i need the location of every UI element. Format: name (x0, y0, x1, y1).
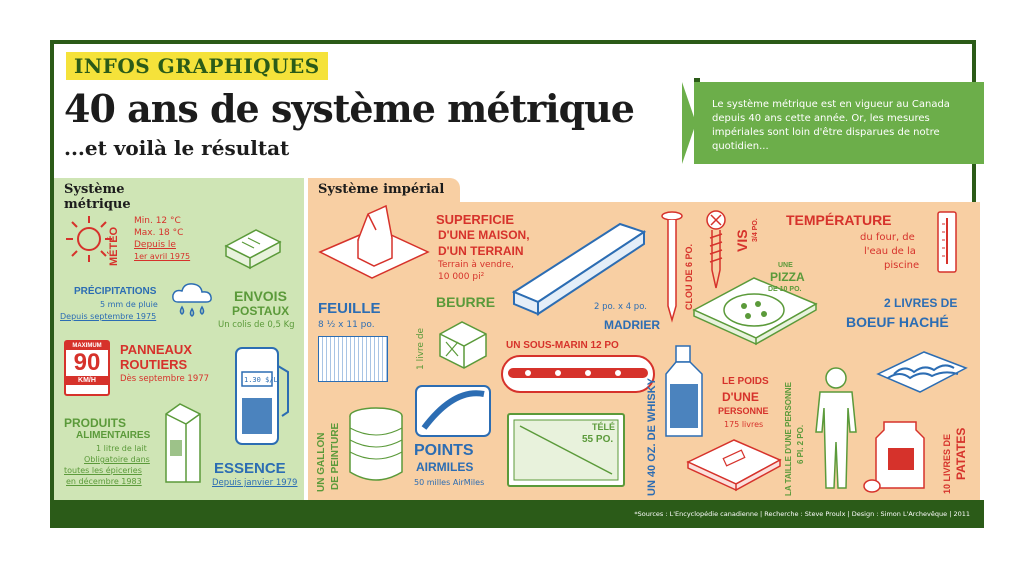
tele-label-1: TÉLÉ (592, 422, 616, 432)
nail-icon (661, 211, 683, 323)
whisky-label: UN 40 OZ. DE WHISKY (646, 378, 658, 496)
metric-tab-label: Système métrique (64, 182, 131, 212)
house-icon (318, 204, 430, 279)
speed-sign-top: MAXIMUM (66, 342, 108, 350)
sousmarin-label: UN SOUS-MARIN 12 PO (506, 340, 619, 351)
produits-since-3: en décembre 1983 (66, 477, 142, 486)
temperature-detail-3: piscine (884, 260, 920, 271)
patates-label-2: PATATES (954, 427, 968, 480)
parcel-icon (224, 229, 282, 270)
speed-sign-number: 90 (73, 349, 101, 376)
gas-pump-icon (235, 347, 289, 445)
footer-credits: *Sources : L'Encyclopédie canadienne | R… (50, 500, 984, 528)
pizza-label-3: DE 10 PO. (768, 286, 802, 293)
tv-icon (507, 413, 625, 487)
sub-sandwich-icon (501, 355, 655, 393)
boeuf-label-1: 2 LIVRES DE (884, 296, 958, 310)
produits-detail: 1 litre de lait (96, 444, 147, 453)
envois-label-2: POSTAUX (232, 304, 290, 318)
envois-label-1: ENVOIS (234, 288, 287, 304)
produits-label-1: PRODUITS (64, 416, 127, 430)
superficie-detail-1: Terrain à vendre, (438, 260, 514, 270)
beurre-detail: 1 livre de (416, 327, 426, 370)
meteo-min: Min. 12 °C (134, 216, 181, 226)
screw-icon (706, 210, 726, 289)
pizza-box-icon (692, 277, 818, 346)
poids-label-2: D'UNE (722, 390, 759, 404)
pizza-label-2: PIZZA (770, 270, 805, 284)
metric-tab: Système métrique (54, 178, 204, 212)
panneaux-label-2: ROUTIERS (120, 357, 188, 372)
superficie-label-3: D'UN TERRAIN (438, 244, 524, 258)
essence-label: ESSENCE (214, 460, 286, 477)
poids-detail: 175 livres (724, 420, 764, 429)
vis-detail: 3/4 PO. (752, 218, 759, 242)
infographic-poster: INFOS GRAPHIQUES 40 ans de système métri… (50, 40, 984, 528)
produits-since-2: toutes les épiceries (64, 466, 142, 475)
produits-label-2: ALIMENTAIRES (76, 430, 151, 441)
peinture-label-2: DE PEINTURE (330, 422, 341, 490)
meteo-since-2: 1er avril 1975 (134, 252, 191, 261)
imperial-tab-label: Système impérial (318, 182, 445, 197)
precip-detail: 5 mm de pluie (100, 300, 158, 309)
sun-icon (66, 216, 112, 262)
madrier-detail: 2 po. x 4 po. (594, 302, 647, 312)
panneaux-label-1: PANNEAUX (120, 342, 192, 357)
produits-since-1: Obligatoire dans (84, 455, 150, 464)
temperature-label: TEMPÉRATURE (786, 212, 892, 228)
tag-label: INFOS GRAPHIQUES (66, 52, 328, 80)
pizza-label-1: UNE (778, 262, 793, 269)
tele-label-2: 55 PO. (582, 434, 614, 445)
speed-sign-unit: KM/H (66, 376, 108, 385)
superficie-label-1: SUPERFICIE (436, 212, 515, 227)
potato-bag-icon (863, 421, 925, 493)
paper-icon (318, 336, 388, 382)
vis-label: VIS (734, 229, 750, 252)
milk-carton-icon (165, 403, 201, 483)
beurre-label: BEURRE (436, 294, 496, 310)
poids-label-3: PERSONNE (718, 406, 769, 416)
precip-label: PRÉCIPITATIONS (74, 286, 157, 297)
scale-icon (686, 439, 782, 492)
ground-beef-icon (876, 351, 968, 393)
points-label-1: POINTS (414, 442, 474, 459)
patates-label-1: 10 LIVRES DE (942, 433, 952, 494)
lumber-icon (511, 222, 647, 316)
essence-since: Depuis janvier 1979 (212, 478, 298, 488)
peinture-label-1: UN GALLON (316, 432, 327, 492)
meteo-label: MÉTÉO (108, 226, 120, 266)
intro-box: Le système métrique est en vigueur au Ca… (694, 82, 984, 164)
temperature-detail-1: du four, de (860, 232, 915, 243)
rain-cloud-icon (172, 283, 212, 317)
poids-label-1: LE POIDS (722, 376, 769, 387)
speed-sign: MAXIMUM 90 KM/H (64, 340, 110, 396)
madrier-label: MADRIER (604, 318, 660, 332)
meteo-since-1: Depuis le (134, 240, 176, 250)
meteo-max: Max. 18 °C (134, 228, 184, 238)
airmiles-card-icon (415, 385, 491, 437)
panneaux-since: Dès septembre 1977 (120, 374, 210, 384)
thermometer-icon (937, 211, 957, 273)
superficie-label-2: D'UNE MAISON, (438, 228, 530, 242)
superficie-detail-2: 10 000 pi² (438, 272, 485, 282)
intro-notch (682, 82, 696, 164)
paint-can-icon (349, 407, 403, 481)
taille-label-2: 6 PI. 2 PO. (796, 424, 805, 464)
temperature-detail-2: l'eau de la (864, 246, 916, 257)
points-detail: 50 milles AirMiles (414, 478, 485, 487)
imperial-tab: Système impérial (308, 178, 460, 204)
page-title: 40 ans de système métrique (64, 86, 635, 131)
pump-display: 1.30 $/L (244, 376, 278, 384)
page-subtitle: ...et voilà le résultat (64, 136, 290, 160)
whisky-bottle-icon (665, 345, 703, 437)
points-label-2: AIRMILES (416, 460, 474, 474)
envois-detail: Un colis de 0,5 Kg (218, 320, 295, 330)
feuille-detail: 8 ½ x 11 po. (318, 320, 375, 330)
person-icon (815, 367, 857, 489)
boeuf-label-2: BOEUF HACHÉ (846, 314, 949, 330)
taille-label-1: LA TAILLE D'UNE PERSONNE (784, 382, 793, 496)
precip-since: Depuis septembre 1975 (60, 312, 157, 321)
butter-icon (439, 321, 487, 369)
feuille-label: FEUILLE (318, 300, 381, 317)
